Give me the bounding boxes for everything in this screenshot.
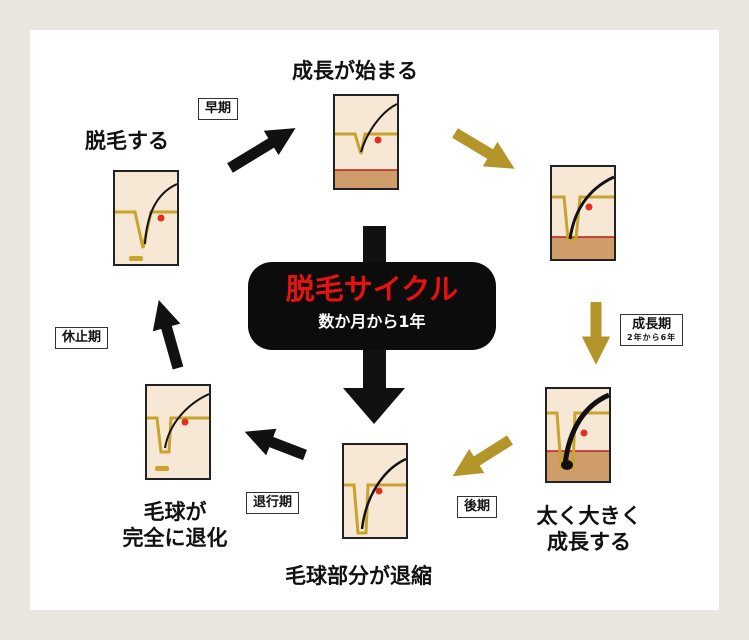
phase-tag-late: 後期	[457, 496, 498, 518]
arrow-gold-1	[452, 128, 515, 169]
stage-label-thick-growth-line2: 成長する	[547, 530, 631, 554]
cycle-title-box: 脱毛サイクル 数か月から1年	[248, 262, 496, 350]
cycle-title: 脱毛サイクル	[285, 272, 459, 306]
stage-label-bulb-shrink: 毛球部分が退縮	[285, 564, 432, 588]
stage-illustration-bulb-regressed	[145, 384, 211, 480]
phase-tag-growth: 成長期 2年から6年	[620, 314, 684, 346]
stage-label-bulb-regress-line2: 完全に退化	[122, 526, 228, 550]
stage-label-bulb-regress-line1: 毛球が	[143, 500, 207, 524]
phase-tag-rest: 休止期	[55, 327, 109, 349]
hair-cycle-diagram: 脱毛サイクル 数か月から1年	[30, 30, 719, 610]
stage-label-thick-growth-line1: 太く大きく	[536, 504, 642, 528]
arrow-rest	[152, 299, 184, 370]
phase-tag-early: 早期	[198, 98, 239, 120]
arrow-late	[452, 435, 513, 477]
arrow-early	[227, 128, 296, 173]
stage-illustration-bulb-shrink	[342, 443, 408, 539]
phase-tag-growth-label: 成長期	[632, 317, 672, 332]
cycle-duration: 数か月から1年	[318, 312, 426, 331]
arrow-regression	[244, 428, 307, 461]
stage-label-shedding: 脱毛する	[85, 129, 169, 153]
phase-tag-regression: 退行期	[246, 492, 300, 514]
stage-illustration-shedding	[113, 170, 179, 266]
stage-illustration-thick-growth	[545, 387, 611, 483]
stage-label-growth-start: 成長が始まる	[292, 59, 418, 83]
stage-illustration-growth-start	[333, 94, 399, 190]
stage-label-bulb-regress: 毛球が 完全に退化	[105, 499, 245, 551]
stage-label-thick-growth: 太く大きく 成長する	[519, 503, 659, 555]
phase-tag-growth-duration: 2年から6年	[627, 333, 677, 342]
stage-illustration-growing	[550, 165, 616, 261]
